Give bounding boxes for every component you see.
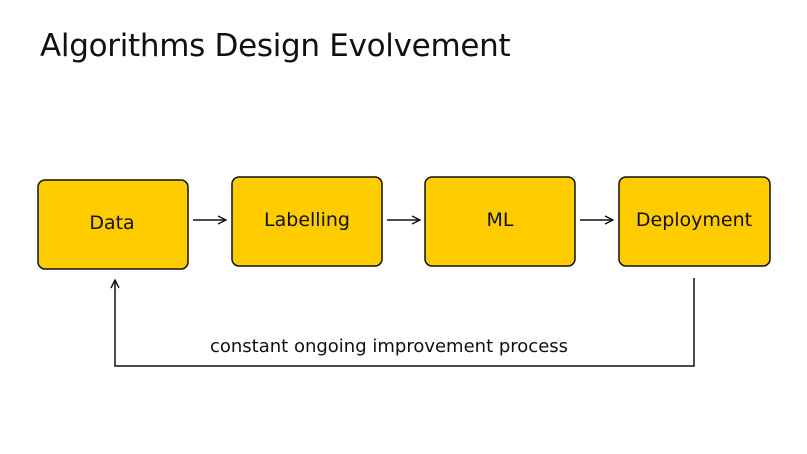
node-deployment-box xyxy=(618,176,771,267)
feedback-loop-label: constant ongoing improvement process xyxy=(210,336,568,357)
slide-title: Algorithms Design Evolvement xyxy=(40,28,511,64)
node-labelling-box xyxy=(231,176,383,267)
node-labelling-label: Labelling xyxy=(264,209,350,231)
node-ml-box xyxy=(424,176,576,267)
node-deployment-label: Deployment xyxy=(636,209,752,231)
node-ml-label: ML xyxy=(487,209,514,231)
node-data-box xyxy=(37,179,189,270)
node-data-label: Data xyxy=(89,212,134,234)
feedback-loop-arrow xyxy=(115,278,695,367)
